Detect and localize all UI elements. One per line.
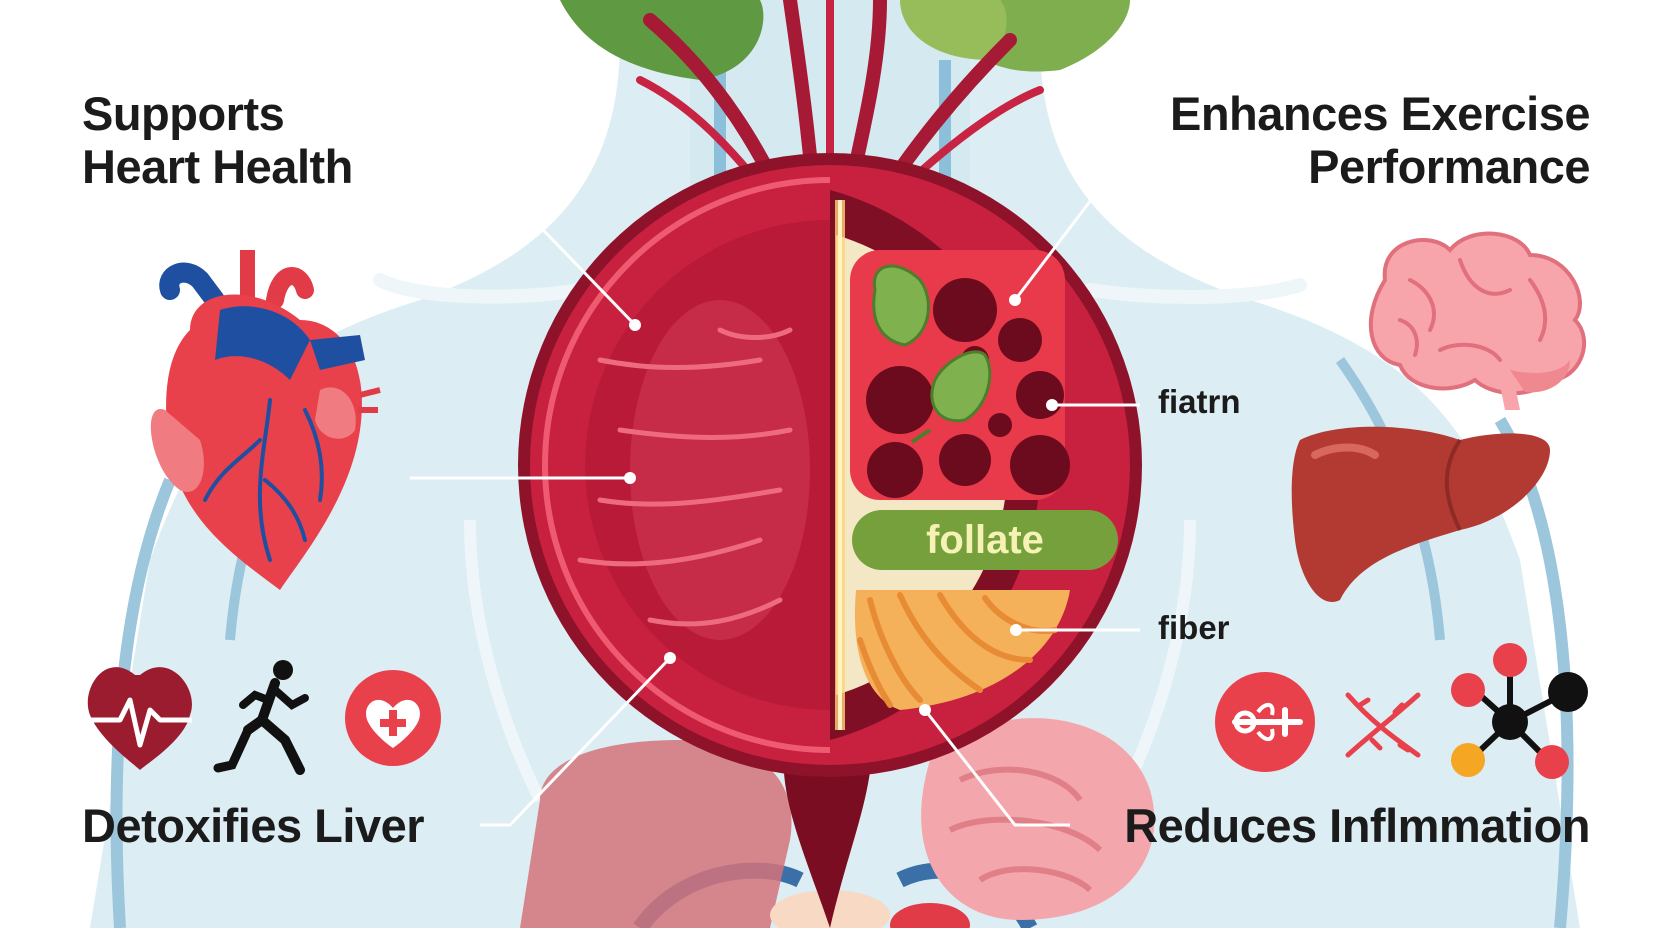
detoxifies-liver-label: Detoxifies Liver bbox=[82, 799, 425, 852]
circulation-icon bbox=[1215, 672, 1315, 772]
nutrient-label-top: fiatrn bbox=[1158, 383, 1241, 420]
dna-icon bbox=[1345, 692, 1421, 758]
health-cross-icon bbox=[345, 670, 441, 766]
nutrient-label-follate: follate bbox=[926, 517, 1044, 562]
heart-organ-icon bbox=[150, 250, 381, 590]
connector-dots bbox=[624, 294, 1058, 716]
beet-root bbox=[518, 153, 1142, 928]
exercise-line1: Enhances Exercise bbox=[1170, 87, 1591, 140]
molecule-icon bbox=[1451, 643, 1588, 779]
brain-icon bbox=[1368, 231, 1586, 410]
liver-icon bbox=[1291, 426, 1550, 602]
reduces-inflammation-label: Reduces Inflmmation bbox=[1124, 799, 1590, 852]
nutrient-label-fiber: fiber bbox=[1158, 609, 1230, 646]
heartbeat-icon bbox=[87, 667, 192, 770]
connector-lines bbox=[410, 173, 1240, 827]
heart-health-line2: Heart Health bbox=[82, 139, 353, 193]
heart-health-label: Supports Heart Health bbox=[82, 87, 353, 193]
runner-icon bbox=[213, 660, 309, 775]
lower-organs bbox=[520, 718, 1155, 928]
exercise-performance-label: Enhances Exercise Performance bbox=[1170, 87, 1591, 193]
exercise-line2: Performance bbox=[1308, 139, 1590, 193]
heart-health-line1: Supports bbox=[82, 87, 285, 140]
